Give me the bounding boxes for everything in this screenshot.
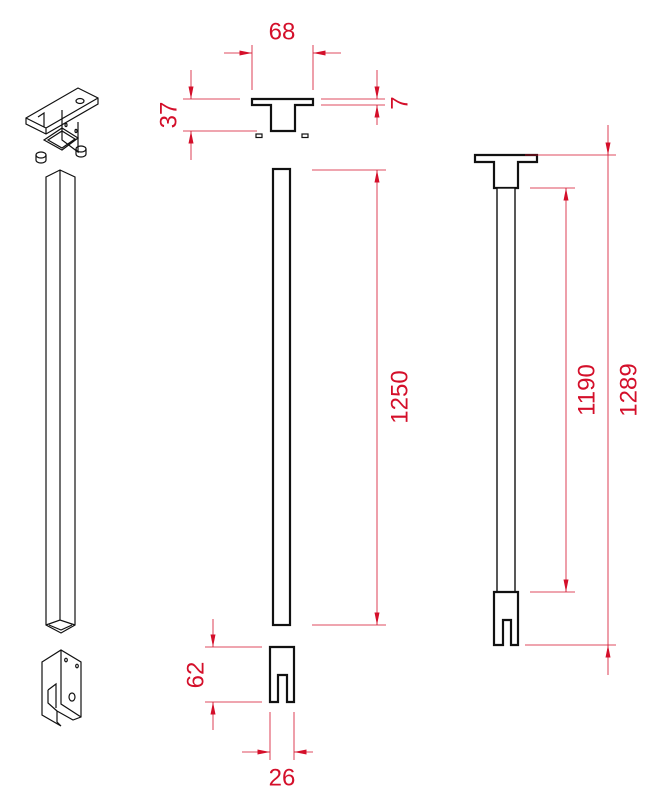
dimension-1250: 1250 <box>312 169 413 626</box>
assembled-view: 1190 1289 <box>473 125 642 675</box>
dim-text-1190: 1190 <box>573 364 600 416</box>
dimension-62: 62 <box>182 619 262 730</box>
floor-clip-part <box>268 645 296 704</box>
fixing-foot-left <box>255 133 263 139</box>
dimension-1289: 1289 <box>525 125 642 675</box>
iso-ceiling-bracket <box>25 87 99 164</box>
assembled-clip <box>492 590 520 647</box>
dimension-37: 37 <box>155 70 257 160</box>
dim-text-26: 26 <box>269 764 296 791</box>
dim-text-1289: 1289 <box>615 363 642 416</box>
dim-text-1250: 1250 <box>386 370 413 423</box>
dimension-7: 7 <box>321 70 413 125</box>
assembled-head <box>473 153 539 190</box>
dim-text-7: 7 <box>386 96 413 109</box>
dimension-68: 68 <box>224 18 341 90</box>
dim-text-68: 68 <box>269 18 296 45</box>
iso-square-tube <box>45 169 76 634</box>
assembled-tube <box>496 187 516 593</box>
tube-part <box>271 167 292 627</box>
iso-floor-clip <box>41 649 82 727</box>
dim-text-37: 37 <box>155 102 182 129</box>
dim-text-62: 62 <box>182 662 209 689</box>
exploded-front-view: 68 37 7 1250 62 <box>155 18 413 791</box>
isometric-view <box>25 87 99 727</box>
dimension-1190: 1190 <box>530 187 600 593</box>
fixing-foot-right <box>301 133 309 139</box>
dimension-26: 26 <box>242 712 313 791</box>
ceiling-head-part <box>250 97 315 133</box>
